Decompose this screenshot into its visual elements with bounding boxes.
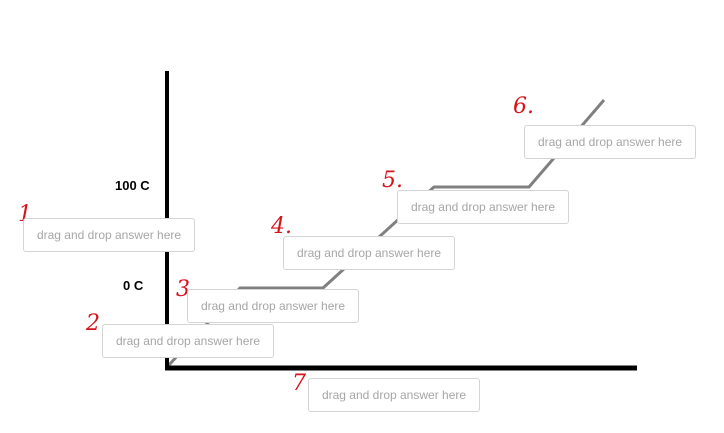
drop-zone-6[interactable]: drag and drop answer here xyxy=(524,125,696,159)
drop-zone-1[interactable]: drag and drop answer here xyxy=(23,218,195,252)
drop-zone-4[interactable]: drag and drop answer here xyxy=(283,236,455,270)
drop-zone-3[interactable]: drag and drop answer here xyxy=(187,289,359,323)
drop-zone-5[interactable]: drag and drop answer here xyxy=(397,190,569,224)
marker-5: 5. xyxy=(382,168,403,193)
marker-2: 2. xyxy=(86,311,107,336)
y-axis-label-0c: 0 C xyxy=(123,278,144,293)
marker-6: 6. xyxy=(513,94,534,119)
y-axis-label-100c: 100 C xyxy=(115,178,150,193)
marker-7: 7. xyxy=(292,371,313,396)
marker-4: 4. xyxy=(271,214,292,239)
drop-zone-2[interactable]: drag and drop answer here xyxy=(102,324,274,358)
drop-zone-7[interactable]: drag and drop answer here xyxy=(308,378,480,412)
